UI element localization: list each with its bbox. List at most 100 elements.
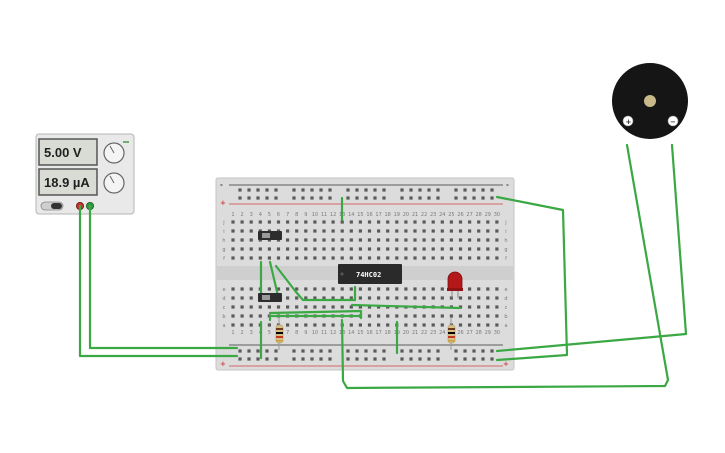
terminal-hole[interactable] (386, 220, 390, 224)
terminal-hole[interactable] (349, 287, 353, 291)
terminal-hole[interactable] (358, 323, 362, 327)
terminal-hole[interactable] (431, 229, 435, 233)
terminal-hole[interactable] (358, 305, 362, 309)
terminal-hole[interactable] (386, 229, 390, 233)
terminal-hole[interactable] (295, 305, 299, 309)
terminal-hole[interactable] (377, 229, 381, 233)
terminal-hole[interactable] (267, 220, 271, 224)
terminal-hole[interactable] (322, 238, 326, 242)
terminal-hole[interactable] (331, 296, 335, 300)
terminal-hole[interactable] (240, 314, 244, 318)
terminal-hole[interactable] (358, 247, 362, 251)
terminal-hole[interactable] (449, 220, 453, 224)
rail-hole[interactable] (481, 349, 485, 353)
terminal-hole[interactable] (495, 287, 499, 291)
terminal-hole[interactable] (468, 305, 472, 309)
terminal-hole[interactable] (431, 296, 435, 300)
terminal-hole[interactable] (267, 305, 271, 309)
rail-hole[interactable] (256, 188, 260, 192)
terminal-hole[interactable] (231, 287, 235, 291)
terminal-hole[interactable] (304, 220, 308, 224)
slide-switch-bottom[interactable] (258, 293, 282, 302)
terminal-hole[interactable] (386, 238, 390, 242)
terminal-hole[interactable] (331, 238, 335, 242)
rail-hole[interactable] (301, 196, 305, 200)
terminal-hole[interactable] (286, 238, 290, 242)
terminal-hole[interactable] (440, 247, 444, 251)
terminal-hole[interactable] (295, 296, 299, 300)
terminal-hole[interactable] (495, 247, 499, 251)
terminal-hole[interactable] (340, 256, 344, 260)
terminal-hole[interactable] (486, 238, 490, 242)
terminal-hole[interactable] (395, 247, 399, 251)
terminal-hole[interactable] (313, 323, 317, 327)
terminal-hole[interactable] (468, 247, 472, 251)
terminal-hole[interactable] (440, 238, 444, 242)
terminal-hole[interactable] (267, 247, 271, 251)
rail-hole[interactable] (463, 349, 467, 353)
terminal-hole[interactable] (286, 296, 290, 300)
piezo-buzzer[interactable]: + − (612, 63, 688, 139)
rail-hole[interactable] (256, 196, 260, 200)
terminal-hole[interactable] (240, 287, 244, 291)
rail-hole[interactable] (418, 357, 422, 361)
rail-hole[interactable] (301, 349, 305, 353)
terminal-hole[interactable] (240, 305, 244, 309)
rail-hole[interactable] (463, 357, 467, 361)
rail-hole[interactable] (382, 188, 386, 192)
rail-hole[interactable] (418, 196, 422, 200)
terminal-hole[interactable] (495, 296, 499, 300)
terminal-hole[interactable] (395, 296, 399, 300)
terminal-hole[interactable] (449, 229, 453, 233)
rail-hole[interactable] (436, 188, 440, 192)
terminal-hole[interactable] (458, 296, 463, 300)
terminal-hole[interactable] (231, 314, 235, 318)
rail-hole[interactable] (382, 357, 386, 361)
rail-hole[interactable] (274, 349, 278, 353)
terminal-hole[interactable] (377, 296, 381, 300)
terminal-hole[interactable] (331, 247, 335, 251)
rail-hole[interactable] (373, 196, 377, 200)
terminal-hole[interactable] (431, 238, 435, 242)
terminal-hole[interactable] (477, 238, 481, 242)
rail-hole[interactable] (400, 357, 404, 361)
rail-hole[interactable] (355, 196, 359, 200)
rail-hole[interactable] (274, 188, 278, 192)
terminal-hole[interactable] (477, 220, 481, 224)
terminal-hole[interactable] (431, 220, 435, 224)
terminal-hole[interactable] (477, 256, 481, 260)
terminal-hole[interactable] (367, 247, 372, 251)
terminal-hole[interactable] (249, 296, 253, 300)
terminal-hole[interactable] (458, 314, 463, 318)
terminal-hole[interactable] (313, 287, 317, 291)
terminal-hole[interactable] (349, 256, 353, 260)
terminal-hole[interactable] (377, 247, 381, 251)
terminal-hole[interactable] (404, 296, 408, 300)
rail-hole[interactable] (454, 349, 458, 353)
rail-hole[interactable] (346, 357, 350, 361)
terminal-hole[interactable] (395, 238, 399, 242)
terminal-hole[interactable] (422, 296, 426, 300)
terminal-hole[interactable] (322, 323, 326, 327)
rail-hole[interactable] (274, 357, 278, 361)
terminal-hole[interactable] (313, 238, 317, 242)
terminal-hole[interactable] (440, 229, 444, 233)
terminal-hole[interactable] (231, 296, 235, 300)
wire-psu-positive[interactable] (78, 204, 239, 358)
terminal-hole[interactable] (367, 305, 372, 309)
terminal-hole[interactable] (304, 238, 308, 242)
terminal-hole[interactable] (322, 256, 326, 260)
terminal-hole[interactable] (395, 314, 399, 318)
terminal-hole[interactable] (440, 314, 444, 318)
terminal-hole[interactable] (249, 305, 253, 309)
rail-hole[interactable] (256, 357, 260, 361)
terminal-hole[interactable] (267, 256, 271, 260)
terminal-hole[interactable] (449, 314, 453, 318)
terminal-hole[interactable] (304, 296, 308, 300)
terminal-hole[interactable] (495, 220, 499, 224)
terminal-hole[interactable] (231, 229, 235, 233)
terminal-hole[interactable] (413, 256, 417, 260)
terminal-hole[interactable] (231, 220, 235, 224)
rail-hole[interactable] (328, 357, 332, 361)
terminal-hole[interactable] (431, 287, 435, 291)
